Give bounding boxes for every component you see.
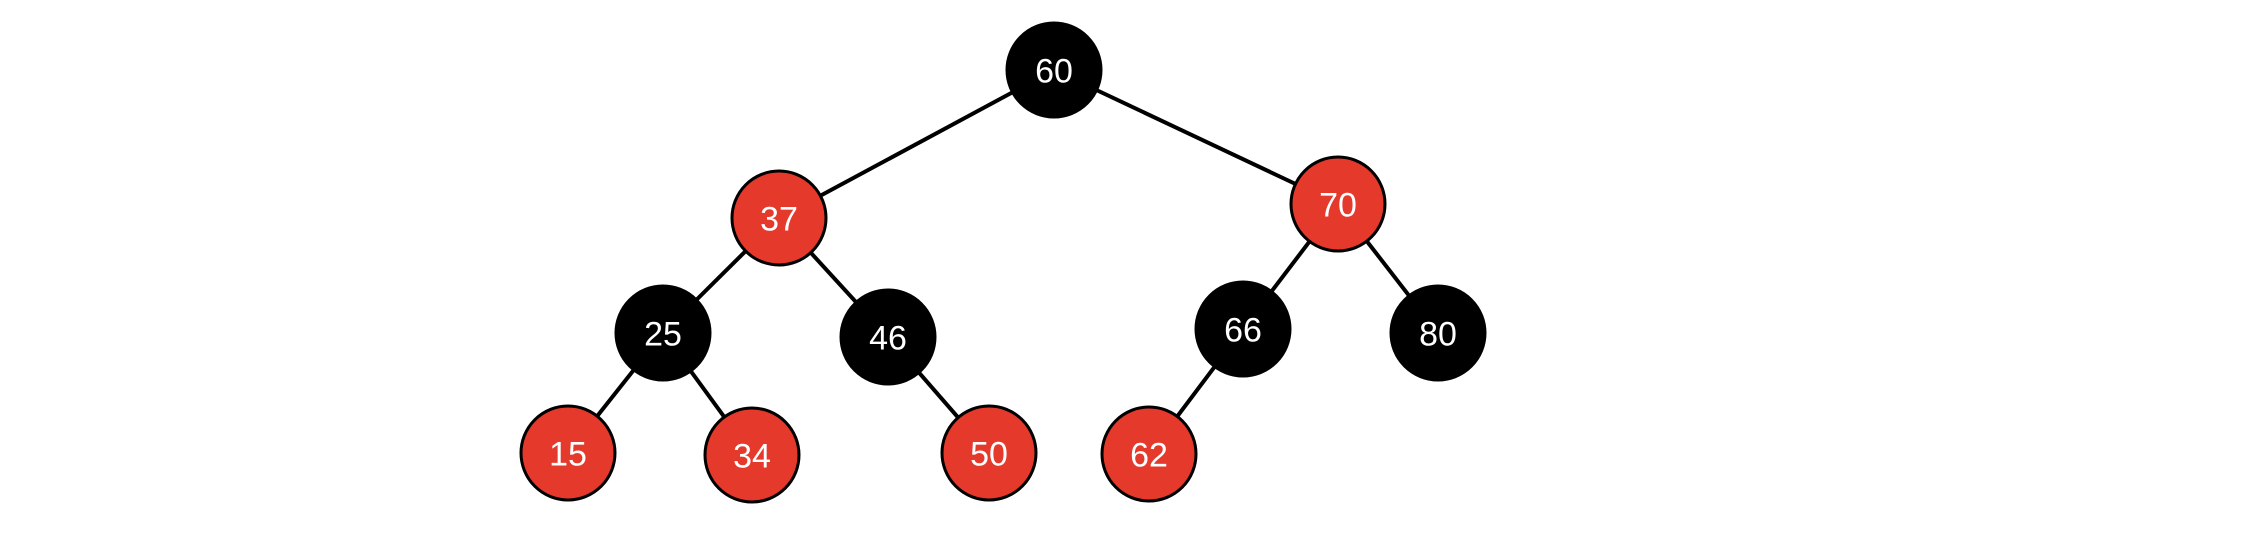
node-circle-62 xyxy=(1100,405,1198,503)
node-circle-46 xyxy=(839,288,937,386)
node-label-46: 46 xyxy=(869,319,907,357)
tree-edges-layer xyxy=(566,68,1440,457)
node-label-37: 37 xyxy=(760,200,798,238)
tree-node-25: 25 xyxy=(614,284,712,382)
tree-node-46: 46 xyxy=(839,288,937,386)
tree-edge-60-37 xyxy=(778,68,1055,220)
node-circle-34 xyxy=(703,406,801,504)
node-circle-70 xyxy=(1289,155,1387,253)
tree-node-80: 80 xyxy=(1389,284,1487,382)
tree-node-50: 50 xyxy=(940,404,1038,502)
node-label-66: 66 xyxy=(1224,311,1262,349)
node-label-70: 70 xyxy=(1319,186,1357,224)
node-label-34: 34 xyxy=(733,437,771,475)
tree-node-34: 34 xyxy=(703,406,801,504)
node-label-25: 25 xyxy=(644,315,682,353)
tree-node-66: 66 xyxy=(1194,280,1292,378)
node-circle-80 xyxy=(1389,284,1487,382)
node-circle-15 xyxy=(519,404,617,502)
node-label-60: 60 xyxy=(1035,52,1073,90)
tree-node-62: 62 xyxy=(1100,405,1198,503)
tree-node-15: 15 xyxy=(519,404,617,502)
tree-node-37: 37 xyxy=(730,169,828,267)
node-circle-25 xyxy=(614,284,712,382)
node-label-62: 62 xyxy=(1130,436,1168,474)
node-circle-50 xyxy=(940,404,1038,502)
tree-edge-60-70 xyxy=(1053,68,1339,206)
node-circle-60 xyxy=(1005,21,1103,119)
node-label-50: 50 xyxy=(970,435,1008,473)
node-circle-37 xyxy=(730,169,828,267)
node-label-80: 80 xyxy=(1419,315,1457,353)
tree-node-70: 70 xyxy=(1289,155,1387,253)
tree-nodes-layer: 60 37 70 25 46 66 80 15 34 50 62 xyxy=(519,21,1487,504)
node-circle-66 xyxy=(1194,280,1292,378)
node-label-15: 15 xyxy=(549,435,587,473)
tree-node-60: 60 xyxy=(1005,21,1103,119)
